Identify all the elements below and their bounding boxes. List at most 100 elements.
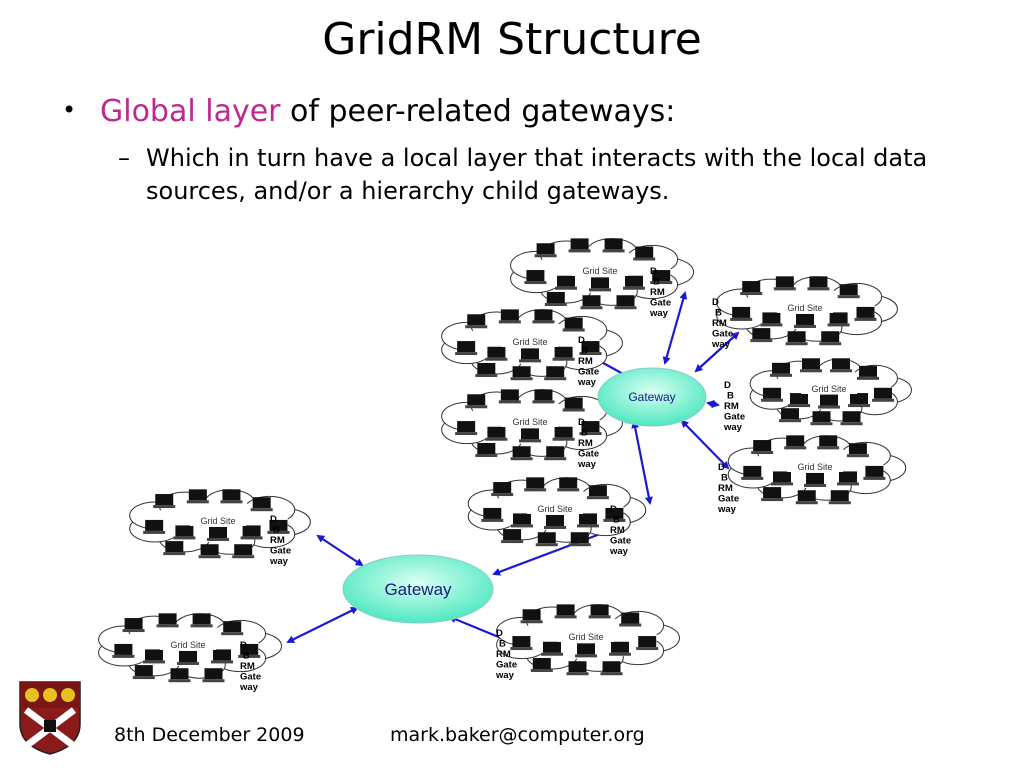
computers-icon xyxy=(761,358,894,426)
gateway-label-line: B xyxy=(613,515,620,526)
bullet-highlight: Global layer xyxy=(100,94,281,129)
gateway-label-line: way xyxy=(495,670,515,681)
gateway-label-line: RM xyxy=(240,661,255,672)
gateway-label-line: Gate xyxy=(578,367,599,378)
gateway-label-line: RM xyxy=(718,483,733,494)
gateway-label-line: way xyxy=(609,546,629,557)
gateway-label-line: way xyxy=(269,556,289,567)
grid-site-label: Grid Site xyxy=(787,303,822,313)
gateway-label-line: B xyxy=(581,428,588,439)
upper-gateway-label: Gateway xyxy=(628,390,675,404)
footer-date: 8th December 2009 xyxy=(114,724,305,746)
gateway-label-line: Gate xyxy=(650,298,671,309)
grid-site-label: Grid Site xyxy=(568,632,603,642)
grid-site-label: Grid Site xyxy=(512,337,547,347)
computers-icon xyxy=(730,276,877,346)
gateway-label-line: way xyxy=(577,377,597,388)
bidirectional-arrow xyxy=(448,615,508,642)
gateway-label-line: Gate xyxy=(578,449,599,460)
slide-title: GridRM Structure xyxy=(322,14,702,65)
computers-icon xyxy=(524,238,673,310)
gateway-label-line: D xyxy=(270,514,277,525)
computers-icon xyxy=(510,604,659,676)
gateway-label-line: way xyxy=(239,682,259,693)
gateway-label-line: D xyxy=(496,628,503,639)
grid-site-label: Grid Site xyxy=(582,266,617,276)
grid-site-label: Grid Site xyxy=(512,417,547,427)
grid-site-label: Grid Site xyxy=(537,504,572,514)
gateway-label-line: D xyxy=(578,417,585,428)
gateway-label-line: Gate xyxy=(718,494,739,505)
grid-site-label: Grid Site xyxy=(811,384,846,394)
gateway-label-line: RM xyxy=(610,525,625,536)
gateway-label-line: B xyxy=(721,473,728,484)
gateway-label-line: D xyxy=(610,504,617,515)
gateway-label-line: D xyxy=(578,335,585,346)
bidirectional-arrow xyxy=(706,399,720,409)
gateway-label-line: B xyxy=(715,308,722,319)
bidirectional-arrow xyxy=(286,607,359,643)
gateways: Gateway Gateway xyxy=(342,367,707,624)
gateway-label-line: RM xyxy=(270,535,285,546)
computers-icon xyxy=(481,477,626,547)
gateway-label-line: Gate xyxy=(270,546,291,557)
gateway-label-line: D xyxy=(724,380,731,391)
gateway-label-line: way xyxy=(723,422,743,433)
bullet-dot-icon: • xyxy=(62,96,77,124)
grid-site-label: Grid Site xyxy=(170,640,205,650)
computers-icon xyxy=(741,435,886,505)
gateway-label-line: D xyxy=(240,640,247,651)
upper-gateway: Gateway xyxy=(597,367,707,427)
gateway-label-line: RM xyxy=(650,287,665,298)
gateway-label-line: Gate xyxy=(610,536,631,547)
computers-icon xyxy=(112,613,261,683)
gateway-label-line: Gate xyxy=(240,672,261,683)
bidirectional-arrow xyxy=(680,419,730,470)
main-gateway-label: Gateway xyxy=(384,580,452,599)
gateway-label-line: B xyxy=(499,639,506,650)
grid-site-label: Grid Site xyxy=(797,462,832,472)
gateway-label-line: B xyxy=(581,346,588,357)
gateway-label-line: RM xyxy=(578,438,593,449)
gateway-label-line: Gate xyxy=(496,660,517,671)
footer-email: mark.baker@computer.org xyxy=(390,724,645,746)
gateway-label-line: way xyxy=(717,504,737,515)
gateway-label-line: D xyxy=(718,462,725,473)
bidirectional-arrow xyxy=(631,420,653,505)
computers-icon xyxy=(143,489,290,559)
bidirectional-arrow xyxy=(316,534,364,567)
gateway-label-line: RM xyxy=(496,649,511,660)
gateway-label-line: B xyxy=(243,651,250,662)
gateway-label-line: way xyxy=(711,339,731,350)
gateway-label-line: D xyxy=(650,266,657,277)
university-crest-icon xyxy=(19,681,81,755)
gateway-label-line: way xyxy=(577,459,597,470)
dash-icon: – xyxy=(118,144,130,172)
bullet-text: Global layer of peer-related gateways: xyxy=(100,94,675,129)
gateway-label-line: Gate xyxy=(724,412,745,423)
gateway-label-line: B xyxy=(727,391,734,402)
main-gateway: Gateway xyxy=(342,554,494,624)
bidirectional-arrow xyxy=(662,291,688,365)
bidirectional-arrow xyxy=(694,331,740,373)
computers-icon xyxy=(455,389,602,461)
